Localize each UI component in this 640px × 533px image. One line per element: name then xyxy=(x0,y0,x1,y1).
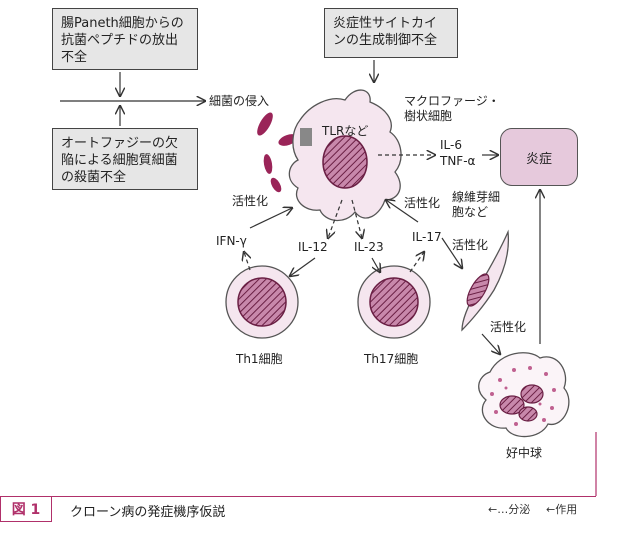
ifn-arrow xyxy=(244,252,250,271)
il12-label: IL-12 xyxy=(298,240,328,254)
inflammation-box: 炎症 xyxy=(500,128,578,186)
bacterium xyxy=(263,154,273,174)
bacterium xyxy=(257,112,273,136)
il12-to-th1-arrow xyxy=(290,257,316,276)
activation-label-neutrophil: 活性化 xyxy=(490,320,527,334)
ifn-label: IFN-γ xyxy=(216,234,247,248)
il17-label: IL-17 xyxy=(412,230,442,244)
th1-nucleus xyxy=(237,277,287,327)
legend-secretion: ←…分泌 xyxy=(488,503,531,516)
neutrophil-granules xyxy=(490,366,556,426)
autophagy-box: オートファジーの欠陥による細胞質細菌の殺菌不全 xyxy=(52,128,198,190)
macrophage-label: マクロファージ・樹状細胞 xyxy=(404,94,500,123)
legend-action: ←作用 xyxy=(546,503,578,516)
figure-title: クローン病の発症機序仮説 xyxy=(70,505,226,520)
fibroblast-to-neutrophil-arrow xyxy=(481,333,500,354)
figure-number: 図 1 xyxy=(0,496,52,522)
activation-label-mid: 活性化 xyxy=(404,196,441,210)
il17-to-fibroblast-arrow xyxy=(441,237,462,268)
caption-bar xyxy=(0,496,596,523)
il6-label: IL-6 xyxy=(440,138,462,152)
cytokine-box: 炎症性サイトカインの生成制御不全 xyxy=(324,8,458,58)
il23-label: IL-23 xyxy=(354,240,384,254)
paneth-box: 腸Paneth細胞からの抗菌ペプチドの放出不全 xyxy=(52,8,198,70)
ifn-activation-arrow xyxy=(249,208,292,229)
activation-label-fibroblast: 活性化 xyxy=(452,238,489,252)
tlr-receptor xyxy=(300,128,312,146)
il23-to-th17-arrow xyxy=(371,257,380,272)
neutrophil-label: 好中球 xyxy=(506,446,543,460)
il17-arrow xyxy=(409,252,424,273)
bacterium xyxy=(270,177,282,193)
th17-nucleus xyxy=(369,277,419,327)
il17-activation-arrow xyxy=(386,200,419,223)
th17-label: Th17細胞 xyxy=(364,352,419,366)
tlr-label: TLRなど xyxy=(322,124,369,138)
bacteria-invasion-label: 細菌の侵入 xyxy=(209,94,270,108)
neutrophil-nucleus-lobe xyxy=(499,395,525,415)
fibroblast-nucleus xyxy=(466,273,490,307)
activation-label-left: 活性化 xyxy=(232,194,269,208)
macrophage-nucleus xyxy=(322,135,368,189)
fibroblast-label: 線維芽細胞など xyxy=(452,190,501,219)
neutrophil-nucleus-lobe xyxy=(520,384,544,404)
th1-label: Th1細胞 xyxy=(236,352,283,366)
neutrophil-nucleus-lobe xyxy=(518,406,538,422)
inflammation-label: 炎症 xyxy=(525,151,552,167)
tnf-label: TNF-α xyxy=(440,154,476,168)
